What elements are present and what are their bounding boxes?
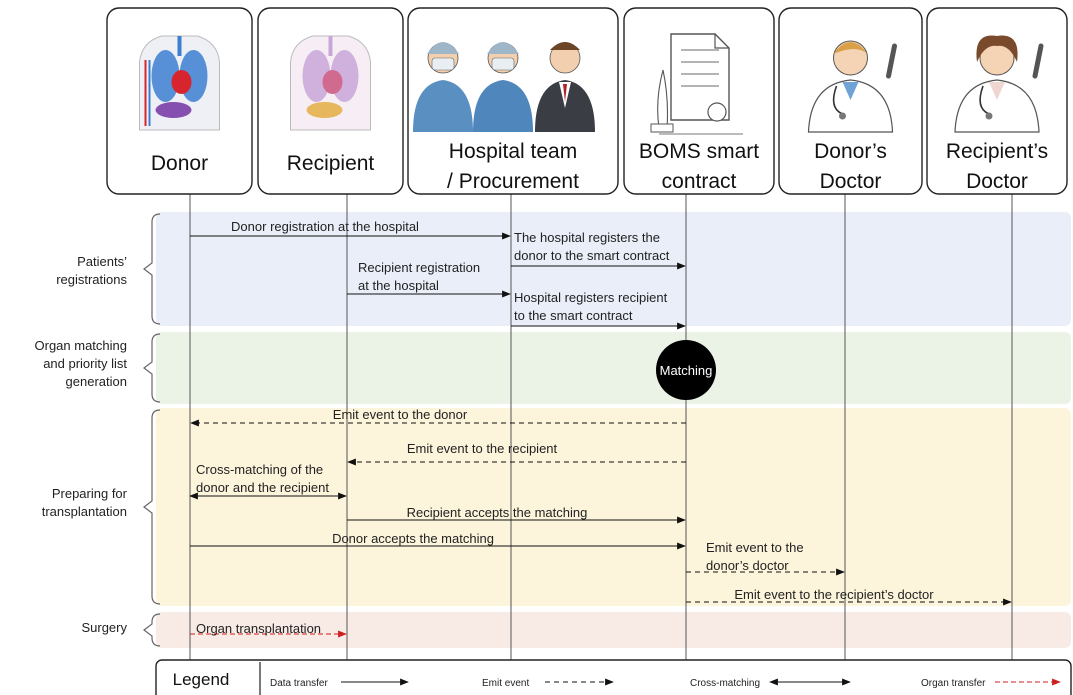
phase-label-preparing: Preparing for — [52, 486, 128, 501]
phase-band-surgery — [156, 612, 1071, 648]
actor-label-hospital: Hospital team — [449, 140, 577, 163]
message-label: Emit event to the donor — [333, 407, 468, 422]
recipient-anatomy-icon — [290, 35, 371, 131]
legend-label-data: Data transfer — [270, 678, 328, 689]
actor-label-donor_doctor: Doctor — [820, 170, 882, 193]
phase-brace-preparing — [143, 409, 161, 605]
phase-band-matching — [156, 332, 1071, 404]
phase-label-registrations: registrations — [56, 272, 127, 287]
message-label: donor and the recipient — [196, 480, 329, 495]
actor-label-recipient_doctor: Recipient’s — [946, 140, 1048, 163]
message-label: donor to the smart contract — [514, 248, 670, 263]
actor-label-recipient: Recipient — [287, 152, 375, 175]
legend-title: Legend — [173, 670, 230, 689]
legend-label-cross: Cross-matching — [690, 678, 760, 689]
message-label: Emit event to the — [706, 540, 804, 555]
actor-hospital: Hospital team / Procurement — [407, 7, 619, 195]
contract-document-icon — [650, 33, 743, 135]
actor-label-hospital: / Procurement — [447, 170, 579, 193]
actor-label-donor: Donor — [151, 152, 208, 175]
message-label: Organ transplantation — [196, 621, 321, 636]
phase-brace-surgery — [143, 613, 161, 647]
legend-label-organ: Organ transfer — [921, 678, 986, 689]
message-label: to the smart contract — [514, 308, 633, 323]
phase-brace-registrations — [143, 213, 161, 325]
matching-node — [656, 340, 716, 400]
message-label: The hospital registers the — [514, 230, 660, 245]
actor-recipient: Recipient — [257, 7, 404, 195]
phase-brace-matching — [143, 333, 161, 403]
actor-label-boms: contract — [662, 170, 737, 193]
phase-label-matching: generation — [66, 374, 127, 389]
hospital-team-icon — [413, 42, 595, 132]
phase-label-matching: and priority list — [43, 356, 127, 371]
message-label: Recipient registration — [358, 260, 480, 275]
actor-label-donor_doctor: Donor’s — [814, 140, 887, 163]
actor-label-boms: BOMS smart — [639, 140, 759, 163]
female-doctor-icon — [954, 35, 1044, 133]
actor-donor: Donor — [106, 7, 253, 195]
actor-label-recipient_doctor: Doctor — [966, 170, 1028, 193]
message-label: Recipient accepts the matching — [407, 505, 588, 520]
male-doctor-icon — [807, 40, 897, 133]
message-label: donor’s doctor — [706, 558, 789, 573]
phase-band-registrations — [156, 212, 1071, 326]
message-label: Hospital registers recipient — [514, 290, 668, 305]
legend-label-emit: Emit event — [482, 678, 529, 689]
phase-label-surgery: Surgery — [81, 620, 127, 635]
legend-box — [155, 659, 1072, 695]
message-label: Cross-matching of the — [196, 462, 323, 477]
message-label: Donor accepts the matching — [332, 531, 494, 546]
message-label: at the hospital — [358, 278, 439, 293]
actor-boms: BOMS smart contract — [623, 7, 775, 195]
message-label: Emit event to the recipient — [407, 441, 558, 456]
phase-label-matching: Organ matching — [35, 338, 128, 353]
message-label: Emit event to the recipient’s doctor — [734, 587, 934, 602]
phase-band-preparing — [156, 408, 1071, 606]
message-label: Donor registration at the hospital — [231, 219, 419, 234]
phase-label-preparing: transplantation — [42, 504, 127, 519]
phase-label-registrations: Patients’ — [77, 254, 127, 269]
matching-node-label: Matching — [660, 363, 713, 378]
donor-anatomy-icon — [139, 35, 220, 131]
